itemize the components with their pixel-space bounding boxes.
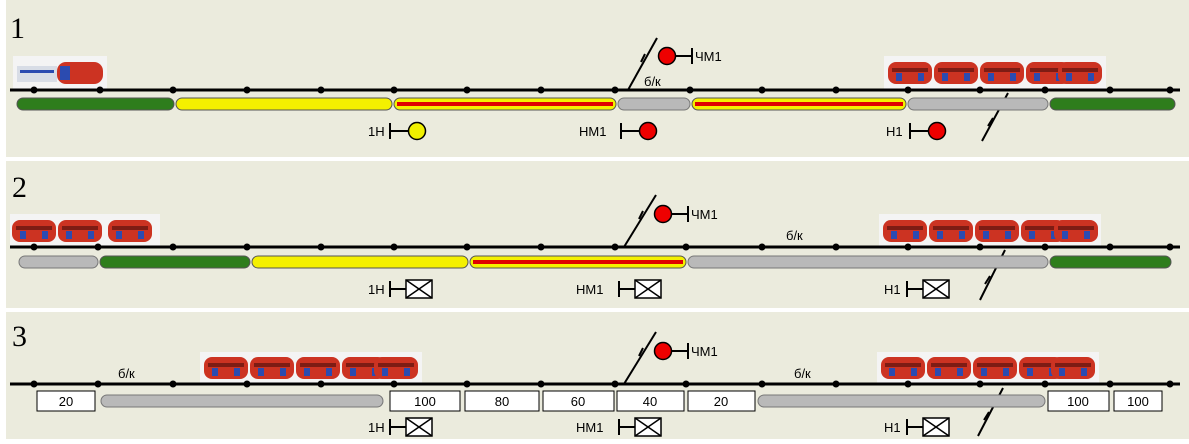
track-section-yellow <box>175 97 393 111</box>
train-image <box>877 352 1099 384</box>
signal-nm1: НМ1 <box>576 279 662 299</box>
track-section-green <box>1049 97 1176 111</box>
signal-label: НМ1 <box>579 124 606 139</box>
signal-label: ЧМ1 <box>691 344 718 359</box>
signal-lamp-yellow <box>407 121 427 141</box>
signal-off-icon <box>634 417 662 437</box>
track-section-yellow <box>251 255 469 269</box>
bk-label: б/к <box>118 366 135 381</box>
track-section-gray <box>18 255 99 269</box>
track-section-red-yellow <box>691 97 907 111</box>
speed-box: 60 <box>542 390 615 412</box>
track-section-gray <box>907 97 1049 111</box>
track-section-green <box>99 255 251 269</box>
speed-box: 100 <box>1047 390 1110 412</box>
speed-value: 100 <box>1127 394 1149 409</box>
signal-lamp-red <box>657 46 677 66</box>
panel-number: 2 <box>12 171 27 204</box>
rail-joints <box>30 243 1174 251</box>
signal-label: ЧМ1 <box>691 207 718 222</box>
signal-label: Н1 <box>884 282 901 297</box>
signal-n1: Н1 <box>884 417 950 437</box>
speed-box: 100 <box>1113 390 1163 412</box>
train-image <box>200 352 422 384</box>
track-section-gray <box>100 394 384 408</box>
speed-box: 20 <box>687 390 756 412</box>
signal-nm1: НМ1 <box>576 417 662 437</box>
speed-value: 20 <box>59 394 73 409</box>
rail-joints <box>30 380 1174 388</box>
signal-nm1: НМ1 <box>579 121 658 141</box>
signal-label: ЧМ1 <box>695 49 722 64</box>
switch-track <box>623 194 657 248</box>
signal-1h: 1Н <box>368 121 427 141</box>
track-section-gray <box>617 97 691 111</box>
signal-1h: 1Н <box>368 279 433 299</box>
track-section-green <box>16 97 175 111</box>
signal-lamp-red <box>927 121 947 141</box>
speed-box: 100 <box>389 390 461 412</box>
panel-number: 3 <box>12 320 27 353</box>
switch-track <box>623 331 657 385</box>
bk-label: б/к <box>794 366 811 381</box>
track-section-red-yellow <box>469 255 687 269</box>
track-section-gray <box>757 394 1046 408</box>
train-image <box>13 56 107 90</box>
signal-label: 1Н <box>368 124 385 139</box>
speed-box: 80 <box>464 390 540 412</box>
train-image <box>10 214 160 248</box>
panel-number: 1 <box>10 12 25 45</box>
signal-label: Н1 <box>884 420 901 435</box>
track-section-red-yellow <box>393 97 617 111</box>
signal-chm1: ЧМ1 <box>653 204 718 224</box>
signal-label: 1Н <box>368 282 385 297</box>
signal-chm1: ЧМ1 <box>657 46 722 66</box>
signal-label: НМ1 <box>576 420 603 435</box>
signal-label: Н1 <box>886 124 903 139</box>
train-image <box>884 56 1106 90</box>
bk-label: б/к <box>786 228 803 243</box>
speed-value: 100 <box>414 394 436 409</box>
bk-label: б/к <box>644 74 661 89</box>
signal-off-icon <box>405 279 433 299</box>
signal-n1: Н1 <box>886 121 947 141</box>
signal-label: 1Н <box>368 420 385 435</box>
panel-3: 3 <box>6 312 1189 439</box>
signal-off-icon <box>634 279 662 299</box>
signal-off-icon <box>405 417 433 437</box>
signal-lamp-red <box>638 121 658 141</box>
speed-value: 40 <box>643 394 657 409</box>
track-section-green <box>1049 255 1172 269</box>
signal-off-icon <box>922 417 950 437</box>
signal-chm1: ЧМ1 <box>653 341 718 361</box>
speed-value: 80 <box>495 394 509 409</box>
speed-box: 40 <box>616 390 685 412</box>
speed-value: 100 <box>1067 394 1089 409</box>
signal-lamp-red <box>653 341 673 361</box>
speed-box: 20 <box>36 390 96 412</box>
train-image <box>879 214 1101 248</box>
signal-off-icon <box>922 279 950 299</box>
switch-track <box>627 37 658 91</box>
signal-1h: 1Н <box>368 417 433 437</box>
track-section-gray <box>687 255 1049 269</box>
signal-lamp-red <box>653 204 673 224</box>
speed-value: 60 <box>571 394 585 409</box>
rail-joints <box>30 86 1174 94</box>
signal-label: НМ1 <box>576 282 603 297</box>
speed-value: 20 <box>714 394 728 409</box>
signal-n1: Н1 <box>884 279 950 299</box>
panel-1: 1 <box>6 0 1189 157</box>
panel-2: 2 <box>6 161 1189 308</box>
